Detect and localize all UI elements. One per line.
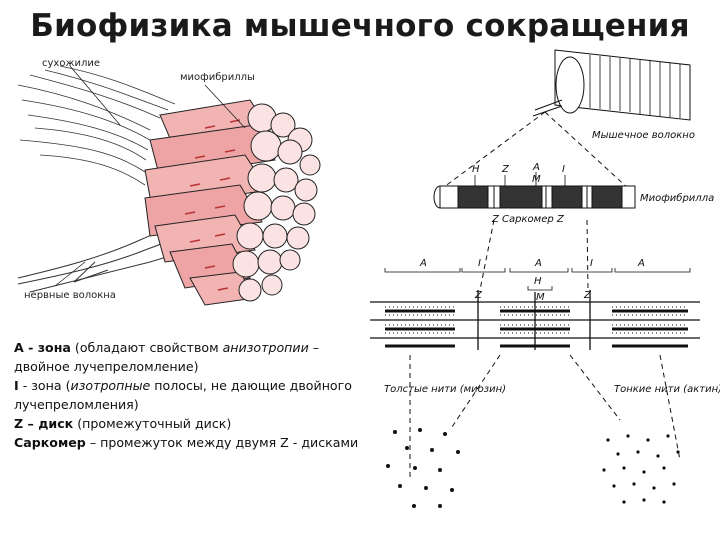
band-letter-i-right: I <box>590 258 593 269</box>
sarcomere-definition: Саркомер – промежуток между двумя Z - ди… <box>14 435 359 450</box>
thick-filament-cross-section <box>386 428 460 508</box>
band-letter-h-mid: H <box>534 276 542 287</box>
thick-filaments <box>385 309 688 348</box>
band-letter-z-top: Z <box>501 164 510 175</box>
myofibrils-label: миофибриллы <box>180 72 255 83</box>
band-letter-z-right: Z <box>583 290 592 301</box>
tendon-fibers <box>17 65 176 186</box>
band-markers-top <box>474 172 566 186</box>
band-letter-z-left: Z <box>474 290 483 301</box>
sarcomere-label: Z Саркомер Z <box>491 214 565 225</box>
band-letter-i-left: I <box>478 258 481 269</box>
band-letter-a-top: A <box>532 162 540 173</box>
band-letter-m-mid: M <box>536 292 545 303</box>
definitions-text: А - зона (обладают свойством анизотропии… <box>14 338 369 452</box>
band-letter-m-top: M <box>532 174 541 185</box>
filament-crossbridges <box>385 306 688 334</box>
z-disk-definition: Z – диск (промежуточный диск) <box>14 416 232 431</box>
thick-filaments-label: Толстые нити (миозин) <box>384 384 506 395</box>
band-letter-a-left: A <box>419 258 427 269</box>
zoom-guides-1 <box>439 111 631 191</box>
band-letter-a-mid: A <box>534 258 542 269</box>
muscle-fiber-illustration <box>532 49 691 121</box>
zoom-guides-2 <box>479 219 589 291</box>
page-title: Биофизика мышечного сокращения <box>30 8 690 44</box>
sarcomere-grid <box>370 290 700 350</box>
thin-filament-cross-section <box>602 434 680 504</box>
fiber-striations <box>184 119 241 291</box>
band-letter-a-right: A <box>637 258 645 269</box>
band-letter-i-top: I <box>562 164 565 175</box>
fiber-bundle <box>144 99 276 306</box>
zoom-guides-3 <box>409 354 681 480</box>
band-brackets <box>384 268 691 291</box>
band-letter-h-top: H <box>472 164 480 175</box>
muscle-fiber-label: Мышечное волокно <box>592 130 695 141</box>
myofibril-rod <box>433 185 636 209</box>
a-zone-definition: А - зона (обладают свойством анизотропии… <box>14 340 320 374</box>
nerve-fibers-label: нервные волокна <box>24 290 116 301</box>
i-zone-definition: I - зона (изотропные полосы, не дающие д… <box>14 378 352 412</box>
myofibril-label: Миофибрилла <box>640 192 714 204</box>
tendon-label: сухожилие <box>42 58 101 69</box>
label-pointers <box>54 65 246 287</box>
thin-filaments-label: Тонкие нити (актин) <box>614 384 720 395</box>
fiber-cross-section <box>232 103 321 302</box>
